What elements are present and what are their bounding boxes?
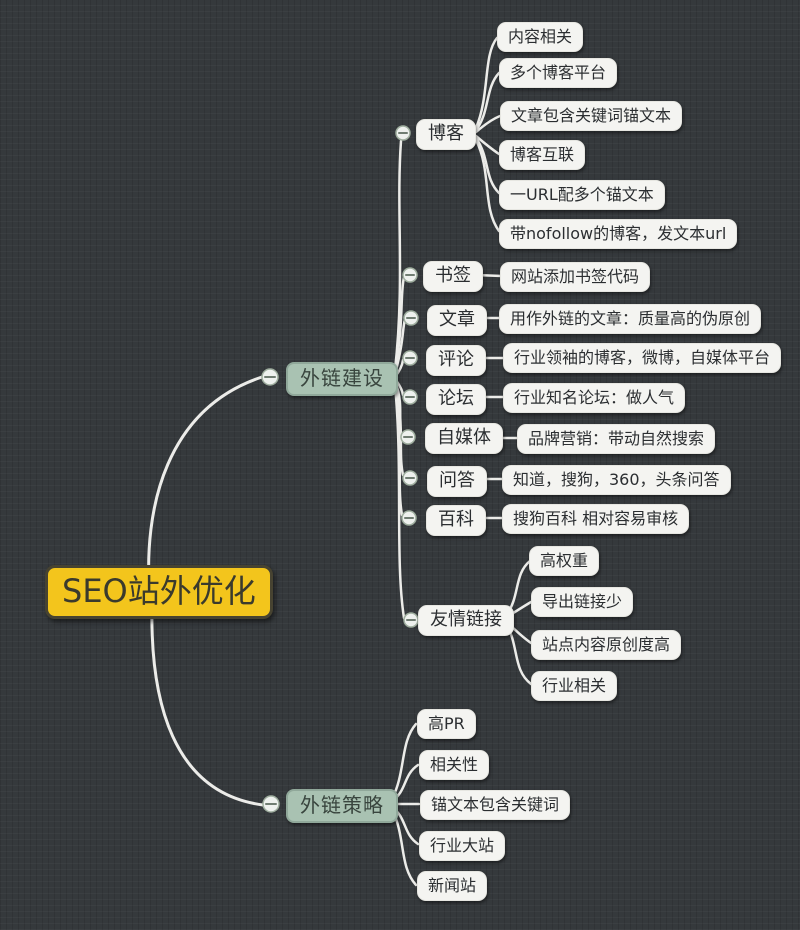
leaf-strategy-news-sites[interactable]: 新闻站 xyxy=(417,871,488,901)
leaf-blog-content-related[interactable]: 内容相关 xyxy=(497,22,584,52)
leaf-friend-industry-related[interactable]: 行业相关 xyxy=(531,671,618,701)
leaf-blog-anchor-keywords[interactable]: 文章包含关键词锚文本 xyxy=(500,101,683,131)
leaf-encyclopedia-sogou[interactable]: 搜狗百科 相对容易审核 xyxy=(502,504,690,534)
leaf-blog-interlink[interactable]: 博客互联 xyxy=(499,140,586,170)
node-article[interactable]: 文章 xyxy=(427,305,487,336)
node-we-media[interactable]: 自媒体 xyxy=(425,423,503,454)
leaf-qa-sites[interactable]: 知道，搜狗，360，头条问答 xyxy=(502,465,731,495)
connector-to-blog xyxy=(393,139,403,372)
collapse-toggle-blog[interactable] xyxy=(395,125,411,141)
node-forum[interactable]: 论坛 xyxy=(426,384,486,415)
connector-to-bookmark xyxy=(393,275,406,374)
collapse-toggle-link-strategy[interactable] xyxy=(262,795,280,813)
leaf-we-media-branding[interactable]: 品牌营销：带动自然搜索 xyxy=(517,424,716,454)
node-link-building[interactable]: 外链建设 xyxy=(286,362,398,396)
node-link-strategy[interactable]: 外链策略 xyxy=(286,789,398,823)
connector-blog-1 xyxy=(474,71,501,132)
collapse-toggle-comment[interactable] xyxy=(402,350,418,366)
leaf-blog-nofollow[interactable]: 带nofollow的博客，发文本url xyxy=(499,219,738,249)
leaf-forum-popularity[interactable]: 行业知名论坛：做人气 xyxy=(503,383,686,413)
connector-blog-5 xyxy=(474,138,501,233)
connector-blog-4 xyxy=(474,136,501,195)
node-root[interactable]: SEO站外优化 xyxy=(45,565,273,619)
collapse-toggle-qa[interactable] xyxy=(402,470,418,486)
collapse-toggle-link-building[interactable] xyxy=(261,368,279,386)
connector-root-link-building xyxy=(147,375,264,602)
leaf-friend-high-weight[interactable]: 高权重 xyxy=(529,546,600,576)
node-qa[interactable]: 问答 xyxy=(427,466,487,497)
connector-root-link-strategy xyxy=(150,603,265,807)
node-comment[interactable]: 评论 xyxy=(426,345,486,376)
collapse-toggle-we-media[interactable] xyxy=(400,429,416,445)
collapse-toggle-bookmark[interactable] xyxy=(402,267,418,283)
leaf-strategy-big-sites[interactable]: 行业大站 xyxy=(419,831,506,861)
leaf-blog-url-anchors[interactable]: 一URL配多个锚文本 xyxy=(499,180,665,210)
collapse-toggle-friend-link[interactable] xyxy=(403,612,419,628)
connector-to-friend-link xyxy=(393,383,406,620)
node-blog[interactable]: 博客 xyxy=(416,119,476,150)
leaf-friend-original-content[interactable]: 站点内容原创度高 xyxy=(531,630,682,660)
leaf-friend-few-outlinks[interactable]: 导出链接少 xyxy=(531,587,634,617)
node-bookmark[interactable]: 书签 xyxy=(423,261,483,292)
connector-to-encyclopedia xyxy=(393,382,404,517)
collapse-toggle-encyclopedia[interactable] xyxy=(401,510,417,526)
node-encyclopedia[interactable]: 百科 xyxy=(426,505,486,536)
connector-blog-0 xyxy=(474,36,499,130)
collapse-toggle-forum[interactable] xyxy=(402,389,418,405)
leaf-strategy-anchor-keywords[interactable]: 锚文本包含关键词 xyxy=(420,790,571,820)
leaf-article-quality[interactable]: 用作外链的文章：质量高的伪原创 xyxy=(499,304,762,334)
node-friend-link[interactable]: 友情链接 xyxy=(418,605,514,636)
leaf-bookmark-code[interactable]: 网站添加书签代码 xyxy=(500,262,651,292)
collapse-toggle-article[interactable] xyxy=(403,310,419,326)
leaf-comment-platforms[interactable]: 行业领袖的博客，微博，自媒体平台 xyxy=(503,343,782,373)
leaf-strategy-high-pr[interactable]: 高PR xyxy=(417,709,476,739)
leaf-strategy-relevance[interactable]: 相关性 xyxy=(419,750,490,780)
connector-blog-2 xyxy=(474,114,502,134)
leaf-blog-platforms[interactable]: 多个博客平台 xyxy=(499,58,618,88)
connector-blog-3 xyxy=(474,134,501,156)
